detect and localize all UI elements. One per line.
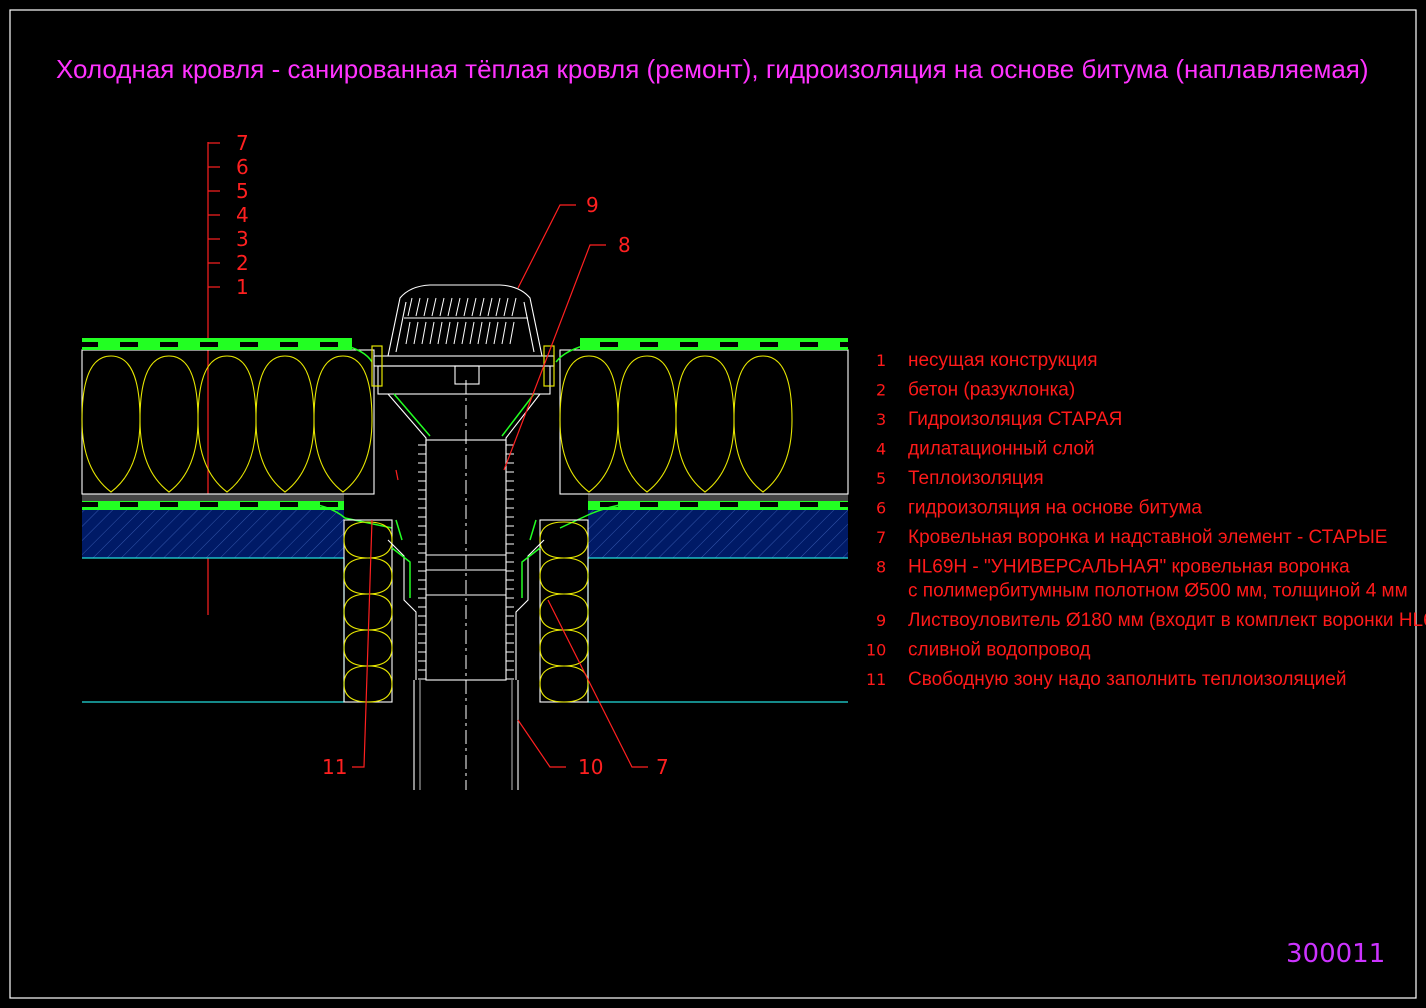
callout-7: 7 [656,755,669,779]
callout-11: 11 [322,755,347,779]
drawing-title: Холодная кровля - санированная тёплая кр… [56,54,1369,84]
legend-number: 4 [876,440,886,459]
drawing-number: 300011 [1286,939,1385,969]
legend-number: 10 [866,641,886,660]
scale-label: 3 [236,227,249,251]
bitumen-waterproofing [82,338,848,363]
callout-10: 10 [578,755,603,779]
legend-entry: Гидроизоляция СТАРАЯ [908,409,1122,430]
legend-number: 1 [876,351,886,370]
scale-label: 2 [236,251,249,275]
leaf-guard [387,284,543,357]
legend-entry: бетон (разуклонка) [908,380,1075,401]
legend-entry: дилатационный слой [908,439,1095,460]
leader-lines [352,204,648,768]
legend-entry-continued: с полимербитумным полотном Ø500 мм, толщ… [908,581,1408,602]
legend-number: 2 [876,381,886,400]
legend-entry: Кровельная воронка и надставной элемент … [908,527,1387,548]
legend-entry: Листвоуловитель Ø180 мм (входит в компле… [908,610,1426,631]
legend-entry: HL69H - "УНИВЕРСАЛЬНАЯ" кровельная ворон… [908,557,1350,578]
legend-number: 11 [866,670,886,689]
legend-number: 6 [876,499,886,518]
pipe-insulation [343,519,589,703]
scale-label: 1 [236,275,249,299]
legend-number: 3 [876,410,886,429]
drawing-frame [9,9,1417,999]
scale-label: 6 [236,155,249,179]
legend-number: 5 [876,469,886,488]
legend-entry: Свободную зону надо заполнить теплоизоля… [908,669,1346,690]
roof-drain [371,345,555,790]
concrete-slab [82,508,848,703]
callout-9: 9 [586,193,599,217]
legend-entry: несущая конструкция [908,350,1098,371]
callout-8: 8 [618,233,631,257]
legend-number: 7 [876,528,886,547]
legend: 1 несущая конструкция 2 бетон (разуклонка) 3… [866,350,1426,690]
legend-entry: Теплоизоляция [908,468,1044,489]
legend-number: 9 [876,611,886,630]
old-waterproofing [82,494,848,529]
scale-label: 5 [236,179,249,203]
legend-entry: сливной водопровод [908,640,1090,661]
legend-entry: гидроизоляция на основе битума [908,498,1202,519]
legend-number: 8 [876,558,886,577]
scale-label: 4 [236,203,249,227]
scale-label: 7 [236,131,249,155]
thermal-insulation [81,349,849,495]
